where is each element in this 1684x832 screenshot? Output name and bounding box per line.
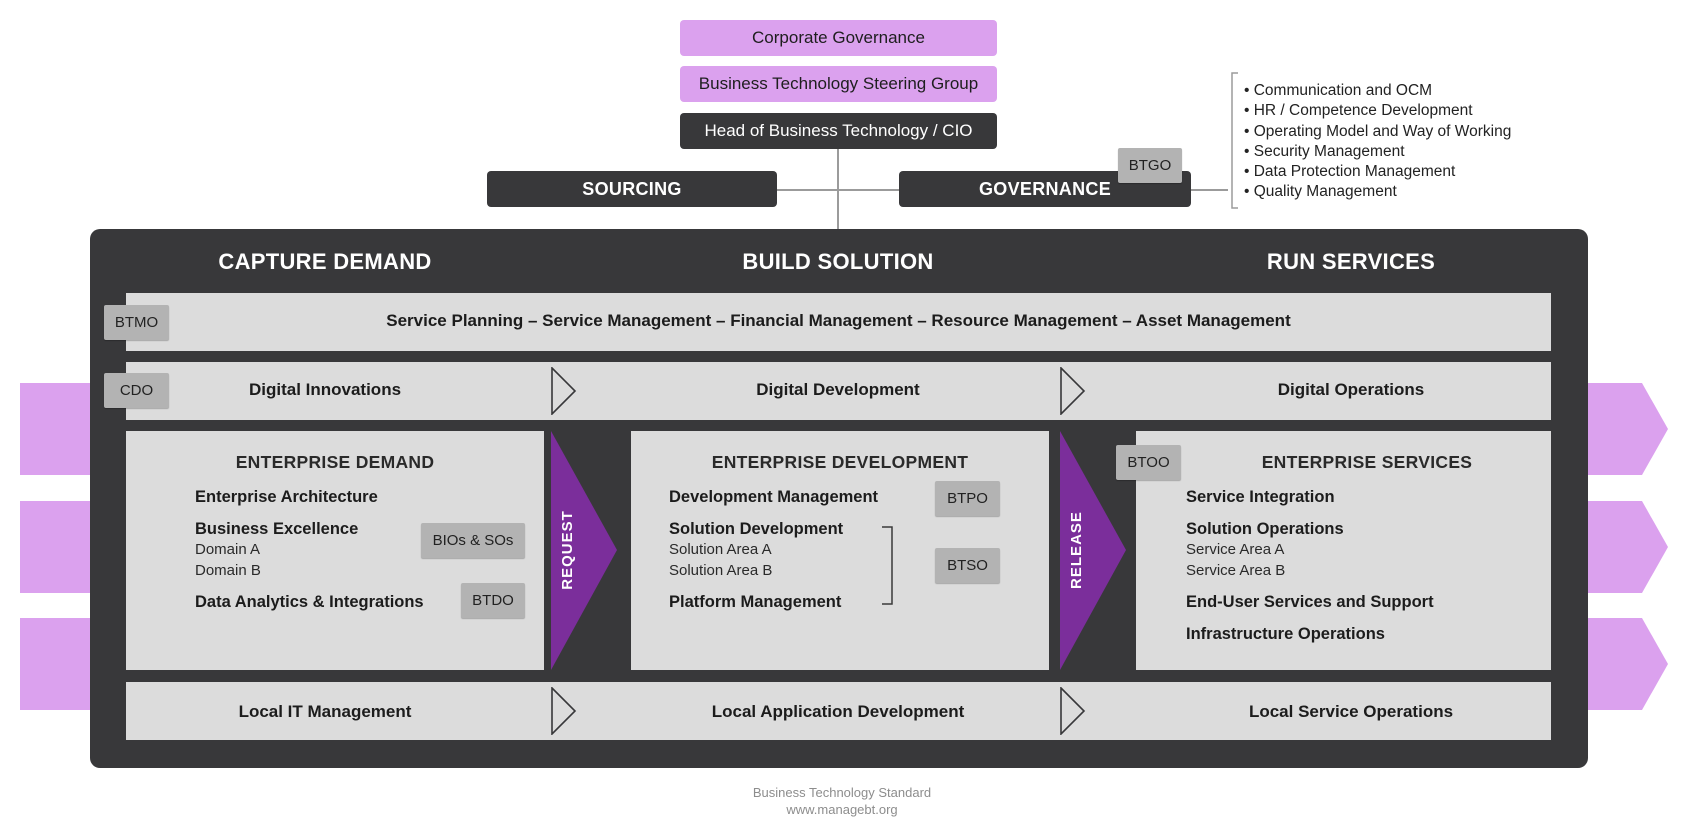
release-label: RELEASE [1068,511,1085,589]
governance-item: Security Management [1244,142,1511,162]
btso-tag: BTSO [935,548,1000,583]
footer-url: www.managebt.org [786,802,898,817]
head-of-bt-box: Head of Business Technology / CIO [680,113,997,149]
governance-item: Communication and OCM [1244,81,1511,101]
digital-development: Digital Development [756,380,920,399]
development-management: Development Management [669,488,879,506]
solution-development: Solution Development [669,520,844,538]
sourcing-box: SOURCING [487,171,777,207]
btoo-tag: BTOO [1116,445,1181,480]
infrastructure-operations: Infrastructure Operations [1186,625,1385,643]
phase-run-services: RUN SERVICES [1266,249,1436,274]
phase-build-solution: BUILD SOLUTION [742,249,934,274]
data-analytics-integrations: Data Analytics & Integrations [195,593,424,611]
btgo-tag: BTGO [1118,148,1182,183]
corporate-governance-box: Corporate Governance [680,20,997,56]
enterprise-services-title: ENTERPRISE SERVICES [1261,452,1473,472]
cdo-tag: CDO [104,373,169,408]
service-integration: Service Integration [1186,488,1335,506]
enterprise-services-panel [1136,431,1551,670]
enterprise-demand-title: ENTERPRISE DEMAND [235,452,435,472]
enterprise-development-title: ENTERPRISE DEVELOPMENT [711,452,969,472]
digital-arrow-1-icon [551,367,577,415]
solution-area-a: Solution Area A [669,541,772,558]
domain-a: Domain A [195,541,261,558]
local-arrow-2-icon [1060,687,1086,735]
solution-area-b: Solution Area B [669,562,773,579]
right-process-arrows [1580,383,1668,710]
btdo-tag: BTDO [461,583,525,618]
request-label: REQUEST [559,510,576,590]
governance-item: Operating Model and Way of Working [1244,122,1512,142]
platform-management: Platform Management [669,593,842,611]
solution-operations: Solution Operations [1186,520,1344,538]
phase-capture-demand: CAPTURE DEMAND [218,249,432,274]
domain-b: Domain B [195,562,261,579]
btso-bracket [882,526,893,605]
governance-item: HR / Competence Development [1244,101,1511,121]
btmo-band [126,293,1551,351]
governance-item: Quality Management [1244,182,1511,202]
steering-group-box: Business Technology Steering Group [680,66,997,102]
local-arrow-1-icon [551,687,577,735]
left-process-arrows [20,383,100,710]
digital-band [126,362,1551,420]
local-band [126,682,1551,740]
digital-arrow-2-icon [1060,367,1086,415]
governance-bracket [1231,72,1238,209]
end-user-services: End-User Services and Support [1186,593,1434,611]
service-area-b: Service Area B [1186,562,1286,579]
enterprise-architecture: Enterprise Architecture [195,488,378,506]
footer-title: Business Technology Standard [752,785,932,800]
btpo-tag: BTPO [935,481,1000,516]
btmo-tag: BTMO [104,305,169,340]
service-area-a: Service Area A [1186,541,1285,558]
governance-list: Communication and OCM HR / Competence De… [1244,81,1512,203]
digital-operations: Digital Operations [1277,380,1425,399]
bios-sos-tag: BIOs & SOs [421,523,525,558]
governance-item: Data Protection Management [1244,162,1511,182]
local-it-management: Local IT Management [238,702,412,721]
local-service-operations: Local Service Operations [1248,702,1454,721]
connector-horizontal [776,189,900,191]
connector-governance-bracket [1190,189,1228,191]
local-application-development: Local Application Development [711,702,965,721]
business-excellence: Business Excellence [195,520,359,538]
release-arrow-icon [1060,431,1126,670]
request-arrow-icon [551,431,617,670]
digital-innovations: Digital Innovations [248,380,402,399]
btmo-band-text: Service Planning – Service Management – … [386,311,1291,330]
